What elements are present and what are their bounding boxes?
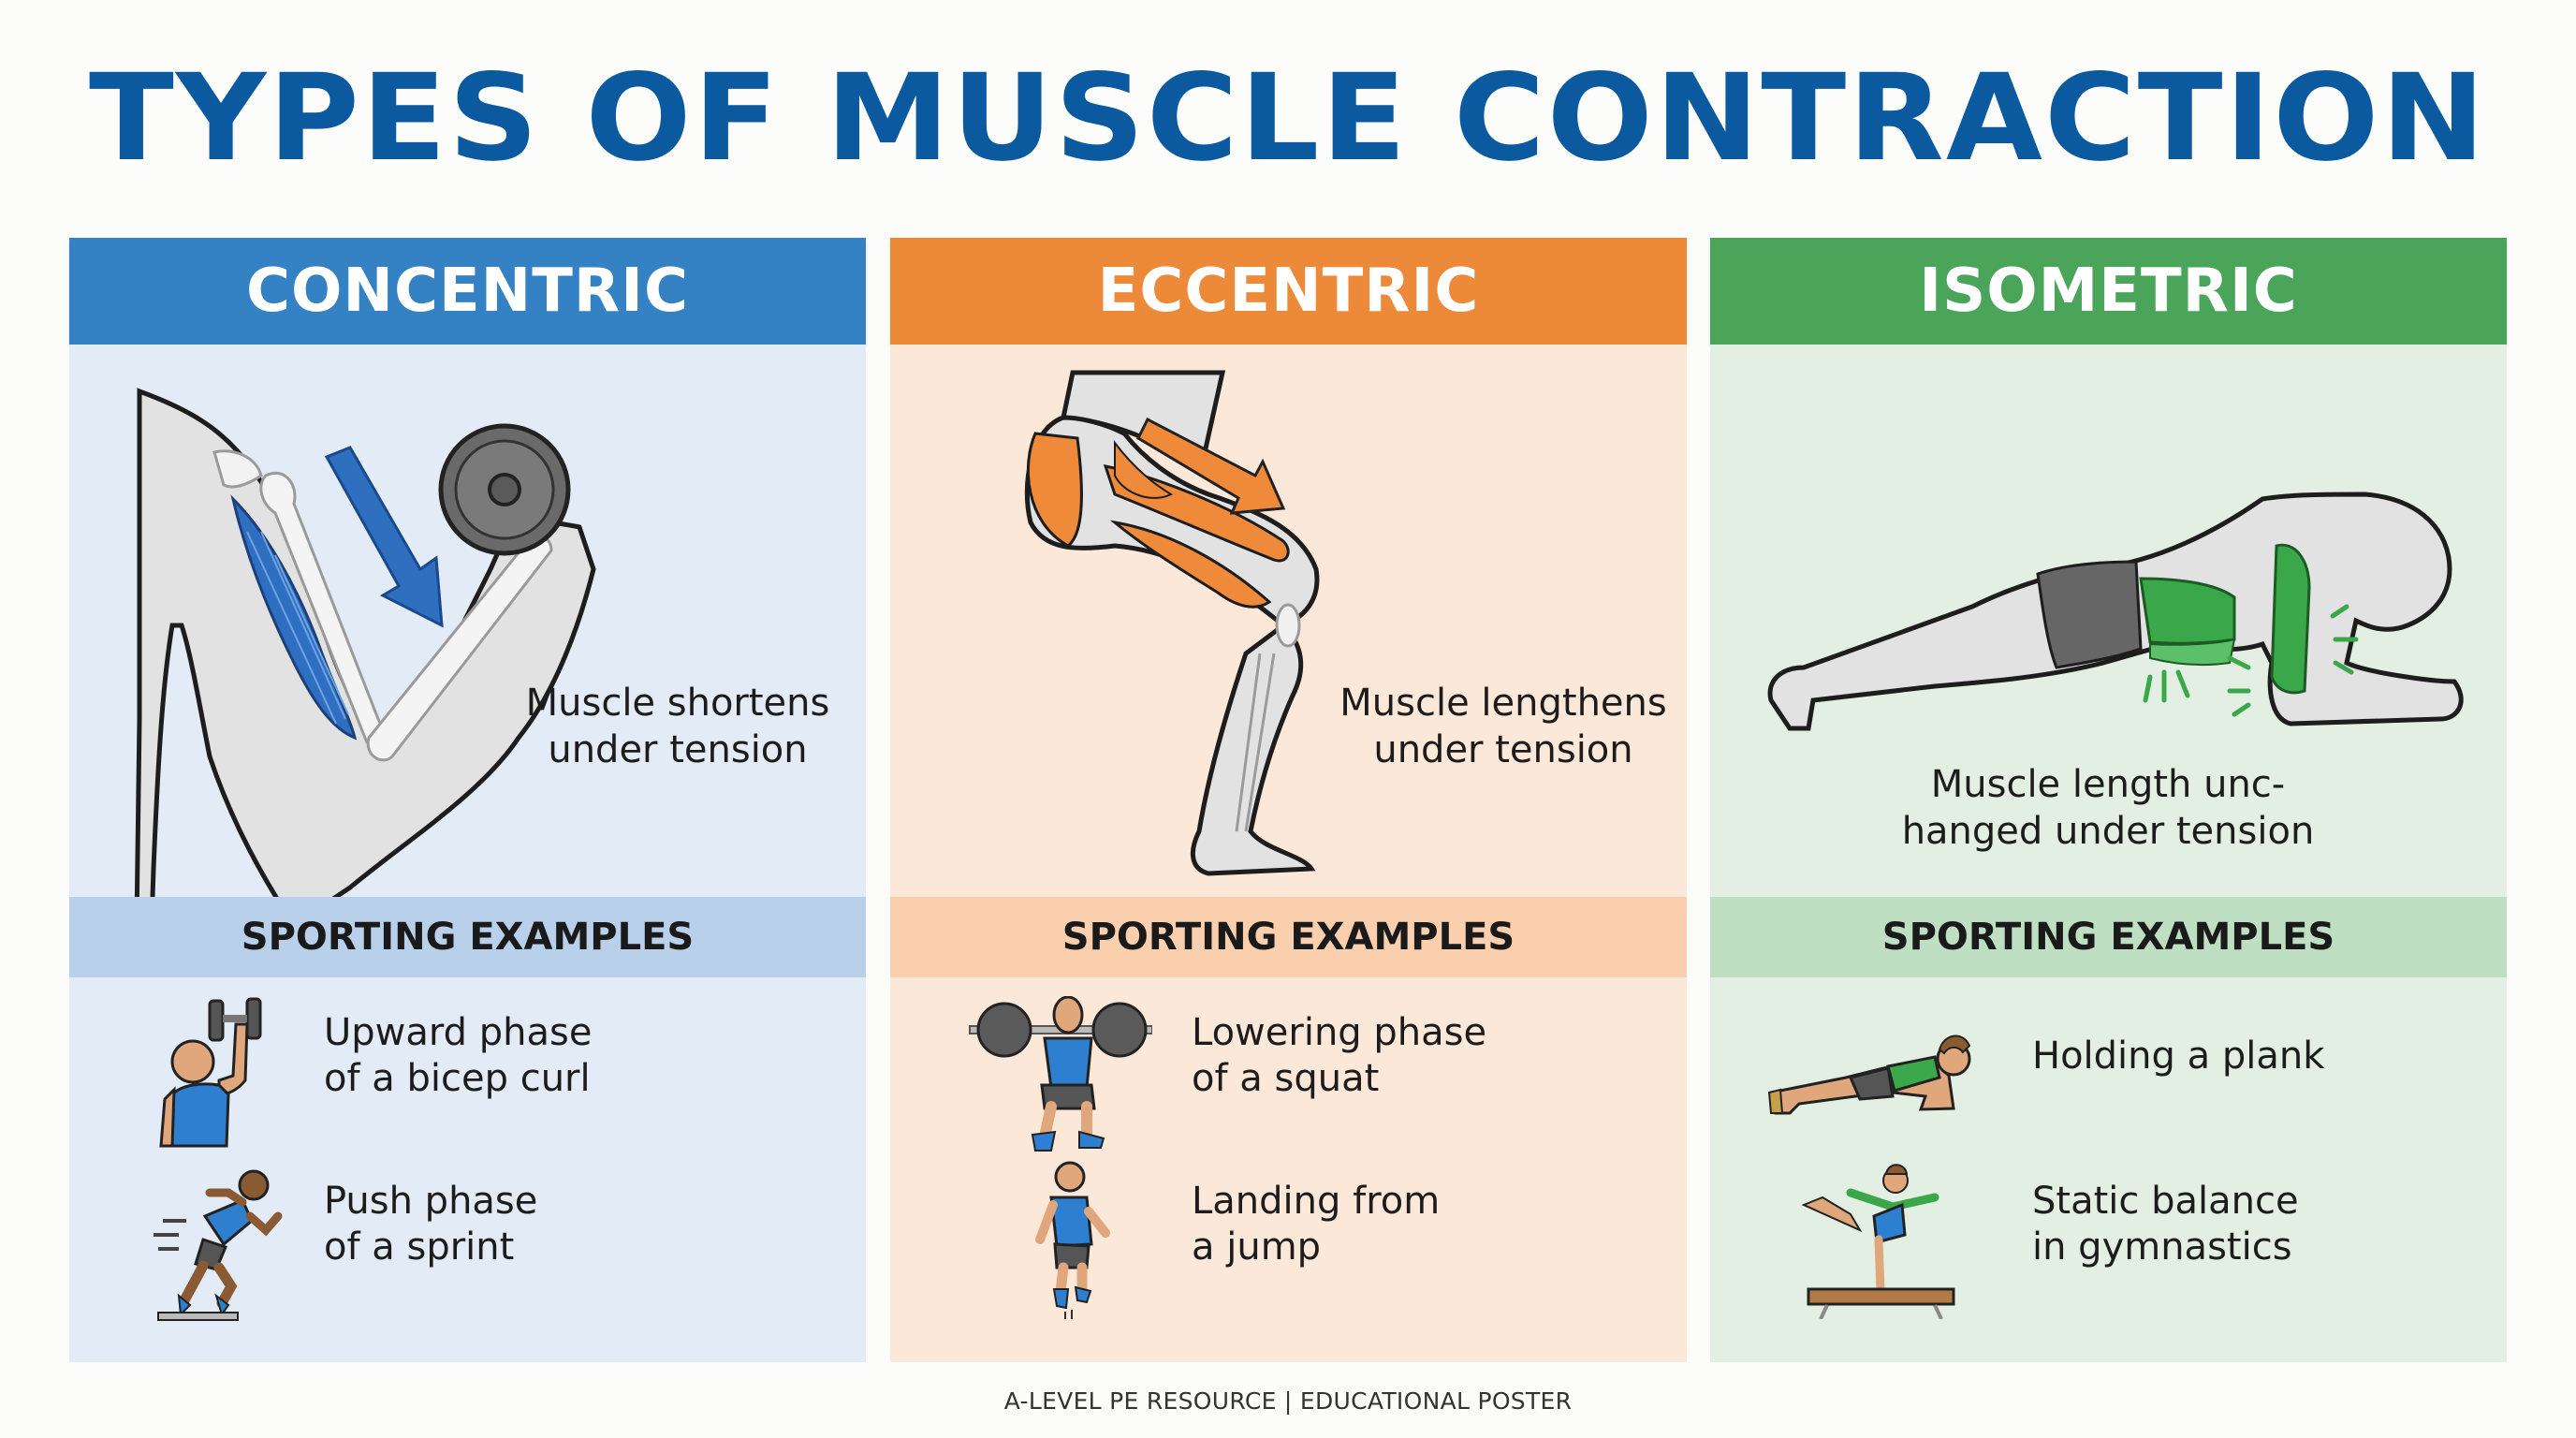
bicep-curl-arm-icon [134, 388, 596, 897]
panel-header-isometric: ISOMETRIC [1710, 238, 2507, 345]
contraction-caption: Muscle length unc- hanged under tension [1901, 763, 2315, 853]
panel-heading: CONCENTRIC [246, 257, 689, 326]
sporting-examples-list: Upward phase of a bicep curl [69, 977, 866, 1362]
page-title: TYPES OF MUSCLE CONTRACTION [89, 49, 2487, 188]
panel-header-concentric: CONCENTRIC [69, 238, 866, 345]
example-text: Static balance in gymnastics [2032, 1180, 2299, 1269]
footer-credit: A-LEVEL PE RESOURCE | EDUCATIONAL POSTER [1003, 1387, 1573, 1415]
jump-landing-icon [1035, 1161, 1110, 1319]
sporting-examples-list: Holding a plank Static balance in gymnas… [1710, 977, 2507, 1362]
example-text: Landing from a jump [1192, 1180, 1441, 1269]
panel-header-eccentric: ECCENTRIC [890, 238, 1687, 345]
balance-beam-icon [1801, 1164, 1955, 1319]
plank-body-icon [1767, 492, 2464, 731]
sporting-examples-heading: SPORTING EXAMPLES [890, 897, 1687, 977]
dumbbell-curl-icon [159, 997, 262, 1148]
panel-heading: ISOMETRIC [1919, 257, 2298, 326]
squat-leg-icon [1024, 370, 1320, 876]
list-item: Lowering phase of a squat [890, 991, 1687, 1152]
example-text: Push phase of a sprint [324, 1180, 538, 1269]
list-item: Static balance in gymnastics [1710, 1160, 2507, 1319]
panel-isometric: ISOMETRIC [1710, 238, 2507, 1362]
panel-heading: ECCENTRIC [1097, 257, 1480, 326]
panel-concentric: CONCENTRIC Muscle shortens under tension… [69, 238, 866, 1362]
example-text: Upward phase of a bicep curl [324, 1011, 593, 1100]
sporting-examples-list: Lowering phase of a squat Landing from a… [890, 977, 1687, 1362]
list-item: Push phase of a sprint [69, 1160, 866, 1321]
list-item: Landing from a jump [890, 1160, 1687, 1319]
example-text: Holding a plank [2032, 1034, 2325, 1078]
sprinter-icon [154, 1169, 283, 1321]
panel-illustration-area: Muscle lengthens under tension [890, 345, 1687, 897]
sporting-examples-heading: SPORTING EXAMPLES [69, 897, 866, 977]
barbell-squat-icon [969, 996, 1152, 1152]
list-item: Upward phase of a bicep curl [69, 991, 866, 1151]
panel-eccentric: ECCENTRIC Muscle lengthens under tension… [890, 238, 1687, 1362]
panel-illustration-area: Muscle length unc- hanged under tension [1710, 345, 2507, 897]
list-item: Holding a plank [1710, 991, 2507, 1151]
example-text: Lowering phase of a squat [1192, 1011, 1487, 1100]
contraction-caption: Muscle lengthens under tension [1339, 682, 1667, 771]
plank-icon [1767, 1034, 1971, 1115]
contraction-caption: Muscle shortens under tension [525, 682, 830, 771]
panel-illustration-area: Muscle shortens under tension [69, 345, 866, 897]
sporting-examples-heading: SPORTING EXAMPLES [1710, 897, 2507, 977]
